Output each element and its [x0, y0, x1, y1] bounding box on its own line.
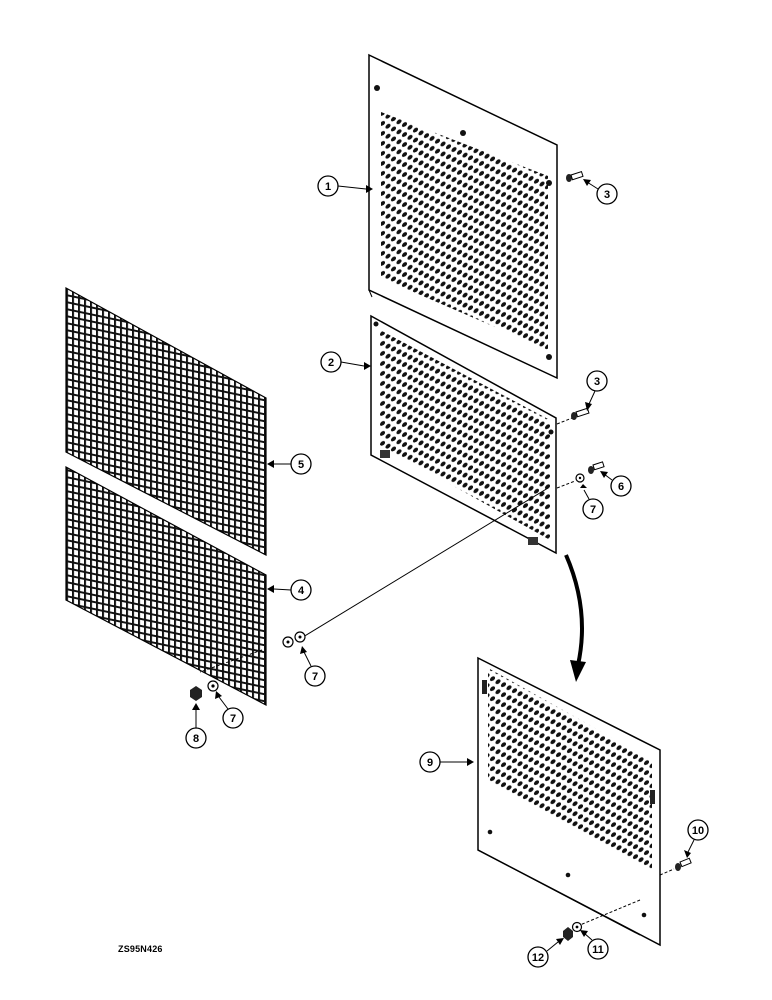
callout-3-lower-text: 3: [594, 376, 600, 388]
callout-11-text: 11: [592, 944, 604, 956]
callout-8: 8: [185, 703, 207, 749]
callout-6-text: 6: [618, 481, 624, 493]
callout-7-middle-text: 7: [312, 671, 318, 683]
callout-6: 6: [600, 471, 632, 497]
nut-8-washer: [190, 680, 219, 701]
callout-3-upper-text: 3: [604, 189, 610, 201]
callout-1-text: 1: [325, 181, 331, 193]
washer-bolt-6: [556, 461, 605, 489]
callout-5: 5: [267, 453, 312, 475]
callout-8-text: 8: [193, 733, 199, 745]
callout-3-upper: 3: [583, 179, 618, 205]
callout-2-text: 2: [328, 357, 334, 369]
callout-7-left-text: 7: [230, 713, 236, 725]
bolt-3-upper: [566, 170, 584, 182]
panel-1: [368, 53, 558, 380]
callout-1: 1: [317, 175, 373, 197]
callout-9: 9: [419, 751, 474, 773]
callout-4: 4: [267, 579, 312, 601]
callout-7-right: 7: [580, 484, 604, 520]
bolt-3-lower: [556, 407, 590, 425]
callout-10-text: 10: [692, 825, 704, 837]
panel-9: [477, 656, 661, 947]
callout-5-text: 5: [298, 459, 304, 471]
callout-2: 2: [320, 351, 371, 373]
callout-4-text: 4: [298, 585, 305, 597]
nut-12-washer-11: [563, 899, 641, 941]
callout-7-middle: 7: [300, 646, 326, 687]
screen-5: [65, 286, 267, 556]
callout-7-left: 7: [215, 691, 244, 729]
bolt-10: [659, 857, 692, 876]
screen-4: [65, 465, 267, 706]
callout-12: 12: [527, 938, 564, 968]
transition-arrow: [564, 554, 586, 682]
callout-3-lower: 3: [585, 370, 608, 411]
callout-12-text: 12: [532, 952, 544, 964]
callout-11: 11: [580, 930, 609, 960]
panel-2: [370, 314, 557, 555]
callout-7-right-text: 7: [590, 504, 596, 516]
hardware: [190, 170, 692, 941]
washer-7-pair: [282, 631, 306, 648]
callout-10: 10: [684, 819, 709, 858]
drawing-code: ZS95N426: [118, 944, 163, 954]
callout-9-text: 9: [427, 757, 433, 769]
